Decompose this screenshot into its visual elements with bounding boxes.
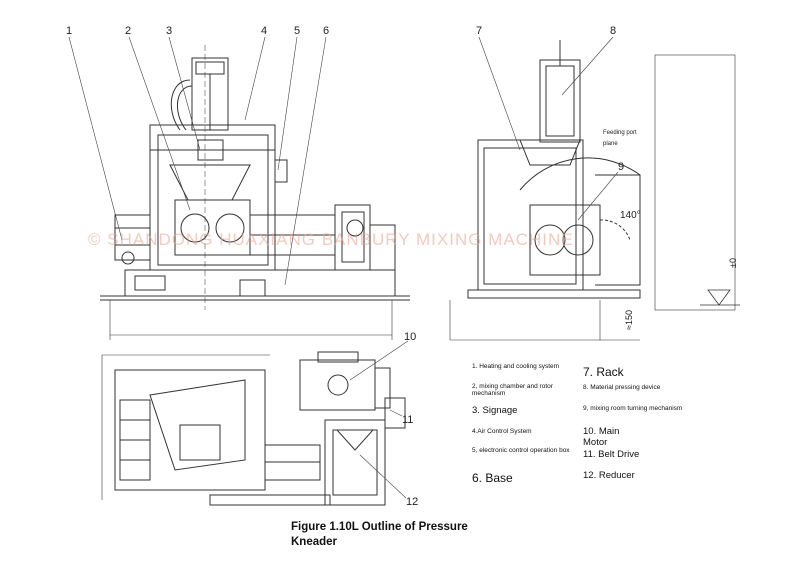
callout-1: 1: [66, 25, 72, 37]
callout-10: 10: [404, 331, 416, 343]
watermark: © SHANDONG HUAXIANG BANBURY MIXING MACHI…: [88, 230, 574, 249]
figure-caption: Figure 1.10L Outline of Pressure Kneader: [291, 521, 468, 548]
callout-11: 11: [402, 414, 413, 426]
level-label: ±0: [728, 258, 738, 268]
callout-6: 6: [323, 25, 329, 37]
callout-8: 8: [610, 25, 616, 37]
callout-numbers: 1 2 3 4 5 6 7 8 9 10 11 12: [66, 25, 624, 508]
top-view: [101, 351, 406, 506]
callout-9: 9: [618, 161, 624, 173]
callout-3: 3: [166, 25, 172, 37]
legend-item-6: 6. Base: [472, 471, 513, 485]
callout-12: 12: [406, 496, 418, 508]
callout-5: 5: [294, 25, 300, 37]
legend-item-10: 10. Main Motor: [583, 426, 620, 448]
legend-item-1: 1. Heating and cooling system: [472, 363, 560, 370]
plane-label: plane: [603, 141, 618, 147]
side-view: [449, 40, 740, 341]
legend-item-11: 11. Belt Drive: [583, 449, 640, 460]
legend-item-8: 8. Material pressing device: [583, 384, 661, 391]
legend-item-5: 5, electronic control operation box: [472, 447, 570, 454]
legend-item-12: 12. Reducer: [583, 470, 635, 481]
callout-4: 4: [261, 25, 267, 37]
angle-label: 140°: [620, 210, 641, 221]
legend-item-9: 9, mixing room turning mechanism: [583, 405, 683, 412]
front-view: [100, 45, 410, 340]
callout-7: 7: [476, 25, 482, 37]
feeding-port-label: Feeding port: [603, 130, 637, 136]
legend-item-2: 2, mixing chamber and rotor mechanism: [472, 383, 553, 398]
legend-item-4: 4.Air Control System: [472, 428, 532, 435]
callout-2: 2: [125, 25, 131, 37]
leader-lines: [68, 36, 619, 499]
legend-item-3: 3. Signage: [472, 405, 518, 416]
height-label: ≈150: [624, 310, 634, 330]
legend-item-7: 7. Rack: [583, 365, 624, 379]
